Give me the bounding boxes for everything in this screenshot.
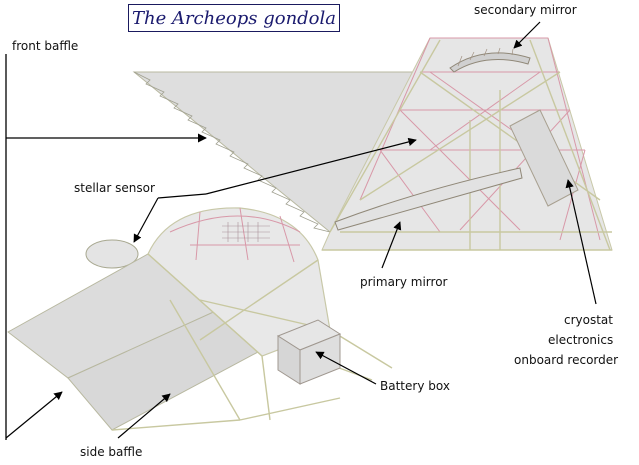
title-box: The Archeops gondola — [128, 4, 340, 32]
leader-arrows — [5, 21, 597, 439]
arrow-cryostat — [565, 179, 597, 305]
lower-gondola — [7, 207, 393, 431]
baffle-serration — [133, 71, 331, 233]
label-front-baffle: front baffle — [12, 39, 78, 53]
cryostat-box — [509, 109, 579, 207]
arrow-side-baffle-left — [5, 391, 63, 439]
label-side-baffle: side baffle — [80, 445, 142, 459]
label-battery-box: Battery box — [380, 379, 450, 393]
primary-mirror — [334, 167, 523, 231]
secondary-mirror — [449, 52, 531, 73]
arrow-battery-box — [315, 351, 377, 385]
arrow-stellar-to-upper — [205, 137, 417, 195]
arrow-secondary-mirror — [513, 21, 541, 49]
label-secondary-mirror: secondary mirror — [474, 3, 577, 17]
label-electronics: electronics — [548, 333, 613, 347]
stellar-sensor-body — [85, 239, 139, 269]
label-primary-mirror: primary mirror — [360, 275, 448, 289]
dome-grid — [222, 222, 270, 242]
upper-gondola — [132, 37, 613, 251]
arrow-stellar-sensor-down — [133, 197, 159, 243]
secondary-mirror-ribs — [457, 47, 514, 67]
label-onboard-recorder: onboard recorder — [514, 353, 618, 367]
diagram-title: The Archeops gondola — [131, 7, 337, 29]
front-baffle-bracket — [5, 54, 207, 440]
arrow-side-baffle — [117, 393, 171, 439]
arrow-stellar-sensor-line — [157, 193, 207, 199]
dome-truss-pink — [169, 207, 301, 263]
label-cryostat: cryostat — [564, 313, 613, 327]
label-stellar-sensor: stellar sensor — [74, 181, 155, 195]
arrow-primary-mirror — [381, 221, 402, 269]
